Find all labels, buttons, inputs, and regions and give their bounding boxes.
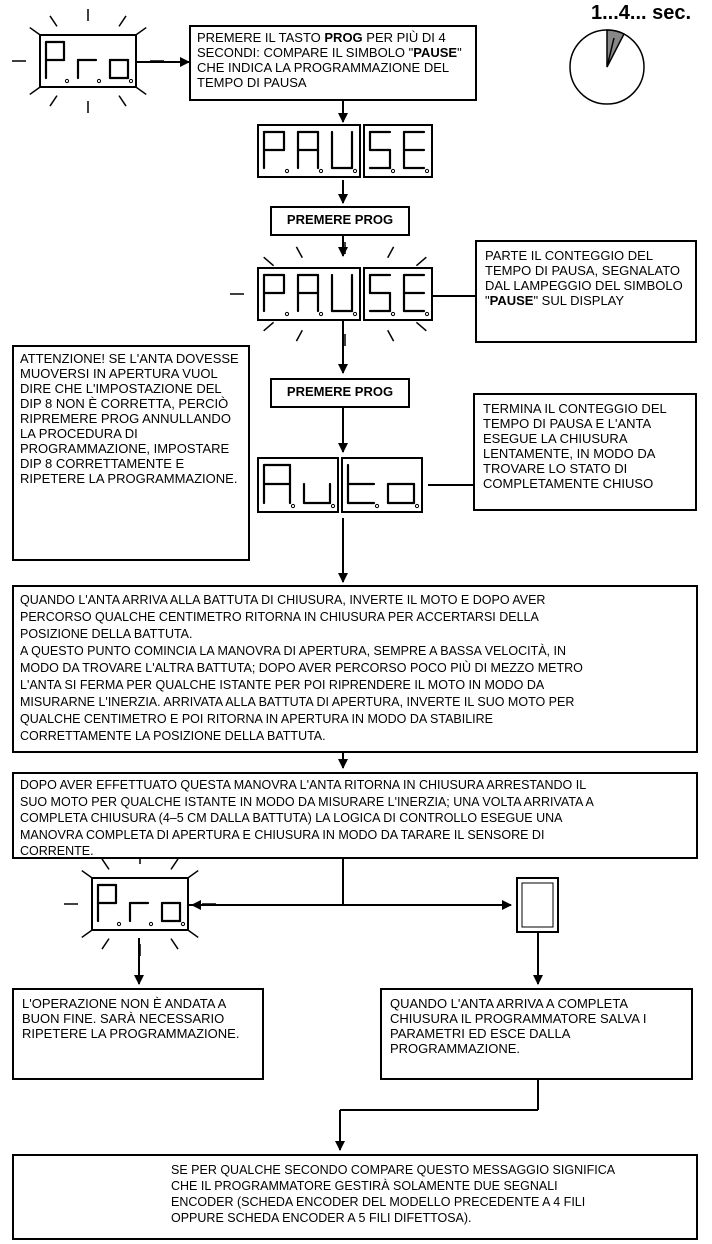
blink-ray [49, 95, 58, 107]
blink-ray [135, 26, 147, 36]
blink-ray [101, 938, 110, 950]
display-glyph-t [346, 463, 380, 509]
display-glyph-P [96, 883, 122, 927]
display-glyph-r [76, 58, 102, 84]
blink-ray [295, 329, 303, 342]
blink-ray [170, 858, 179, 870]
blink-ray [170, 938, 179, 950]
display-pause-blinking [230, 242, 433, 346]
static-shapes [134, 29, 645, 1151]
flow-connectors [134, 57, 543, 1151]
blink-ray [29, 26, 41, 36]
paragraph-calibration-line: A QUESTO PUNTO COMINCIA LA MANOVRA DI AP… [20, 644, 566, 658]
display-auto [257, 457, 423, 513]
step1-post: " CHE INDICA LA PROGRAMMAZIONE DEL TEMPO… [197, 45, 462, 90]
paragraph-inertia-line: MANOVRA COMPLETA DI APERTURA E CHIUSURA … [20, 827, 545, 842]
paragraph-calibration-line: CORRETTAMENTE LA POSIZIONE DELLA BATTUTA… [20, 729, 326, 743]
note-pause-pre: PARTE IL CONTEGGIO DEL TEMPO DI PAUSA, S… [485, 248, 683, 308]
blink-ray [187, 869, 199, 879]
display-glyph-S [368, 273, 396, 317]
paragraph-inertia-line: CORRENTE. [20, 844, 94, 858]
blink-ray [135, 86, 147, 96]
display-glyph-S [368, 130, 396, 174]
blink-ray [81, 869, 93, 879]
blink-ray [295, 246, 303, 259]
note-pause-post: " SUL DISPLAY [533, 293, 625, 308]
blink-ray [263, 321, 275, 332]
display-prog-top [12, 9, 164, 113]
blink-ray [49, 15, 58, 27]
step1-bold-pause: PAUSE [413, 45, 458, 60]
blink-ray [187, 929, 199, 939]
encoder-note-line: SE PER QUALCHE SECONDO COMPARE QUESTO ME… [171, 1163, 616, 1177]
display-glyph-U [330, 273, 358, 317]
blink-ray [81, 929, 93, 939]
fail-note: L'OPERAZIONE NON È ANDATA A BUON FINE. S… [12, 988, 264, 1080]
blink-ray [415, 256, 427, 267]
blink-ray [387, 329, 395, 342]
note-closing: TERMINA IL CONTEGGIO DEL TEMPO DI PAUSA … [473, 393, 697, 511]
premere-prog-button-1: PREMERE PROG [270, 206, 410, 236]
encoder-note-line: OPPURE SCHEDA ENCODER A 5 FILI DIFETTOSA… [171, 1211, 472, 1225]
paragraph-inertia: DOPO AVER EFFETTUATO QUESTA MANOVRA L'AN… [12, 772, 698, 859]
encoder-note [12, 1154, 698, 1240]
blink-ray [29, 86, 41, 96]
display-glyph-E [402, 273, 430, 317]
blink-ray [101, 858, 110, 870]
paragraph-calibration-line: QUALCHE CENTIMETRO E POI RITORNA IN APER… [20, 712, 494, 726]
paragraph-calibration-line: MISURARNE L'INERZIA. ARRIVATA ALLA BATTU… [20, 695, 575, 709]
note-pause-bold: PAUSE [489, 293, 534, 308]
display-glyph-A [296, 273, 324, 317]
success-note: QUANDO L'ANTA ARRIVA A COMPLETA CHIUSURA… [380, 988, 693, 1080]
encoder-note-text: SE PER QUALCHE SECONDO COMPARE QUESTO ME… [171, 1162, 691, 1226]
step1-pre: PREMERE IL TASTO [197, 30, 325, 45]
display-glyph-A [262, 463, 296, 509]
blink-ray [263, 256, 275, 267]
blink-ray [415, 321, 427, 332]
step1-instruction: PREMERE IL TASTO PROG PER PIÙ DI 4 SECON… [189, 25, 477, 101]
paragraph-calibration: QUANDO L'ANTA ARRIVA ALLA BATTUTA DI CHI… [12, 585, 698, 753]
step1-bold-prog: PROG [324, 30, 363, 45]
display-prog-fail [64, 852, 216, 956]
encoder-note-line: ENCODER (SCHEDA ENCODER DEL MODELLO PREC… [171, 1195, 586, 1209]
paragraph-calibration-line: QUANDO L'ANTA ARRIVA ALLA BATTUTA DI CHI… [20, 593, 546, 607]
display-glyph-P [44, 40, 70, 84]
display-glyph-r [128, 901, 154, 927]
paragraph-calibration-line: L'ANTA SI FERMA PER QUALCHE ISTANTE PER … [20, 678, 545, 692]
premere-prog-button-2: PREMERE PROG [270, 378, 410, 408]
paragraph-inertia-line: COMPLETA CHIUSURA (4–5 CM DALLA BATTUTA)… [20, 811, 563, 825]
display-glyph-o [160, 901, 186, 927]
timer-label: 1...4... sec. [591, 2, 692, 24]
display-glyph-E [402, 130, 430, 174]
timer-clock-icon [569, 29, 645, 105]
paragraph-inertia-line: DOPO AVER EFFETTUATO QUESTA MANOVRA L'AN… [20, 778, 587, 792]
blink-ray [118, 15, 127, 27]
display-glyph-P [262, 130, 290, 174]
display-pause [257, 124, 433, 178]
paragraph-inertia-line: SUO MOTO PER QUALCHE ISTANTE IN MODO DA … [20, 794, 594, 809]
blank-display [516, 877, 559, 933]
blink-ray [118, 95, 127, 107]
paragraph-calibration-line: MODO DA TROVARE L'ALTRA BATTUTA; DOPO AV… [20, 661, 583, 675]
display-glyph-A [296, 130, 324, 174]
note-pause-count: PARTE IL CONTEGGIO DEL TEMPO DI PAUSA, S… [475, 240, 697, 343]
warning-note: ATTENZIONE! SE L'ANTA DOVESSE MUOVERSI I… [12, 345, 250, 561]
paragraph-calibration-line: POSIZIONE DELLA BATTUTA. [20, 627, 193, 641]
step1-mid: PER PIÙ DI 4 SECONDI: COMPARE IL SIMBOLO… [197, 30, 446, 60]
display-glyph-P [262, 273, 290, 317]
display-glyph-U [330, 130, 358, 174]
blink-ray [387, 246, 395, 259]
paragraph-calibration-line: PERCORSO QUALCHE CENTIMETRO RITORNA IN C… [20, 610, 539, 624]
display-glyph-o [386, 482, 420, 509]
display-glyph-u [302, 482, 336, 509]
encoder-note-line: CHE IL PROGRAMMATORE GESTIRÀ SOLAMENTE D… [171, 1179, 558, 1193]
display-glyph-o [108, 58, 134, 84]
